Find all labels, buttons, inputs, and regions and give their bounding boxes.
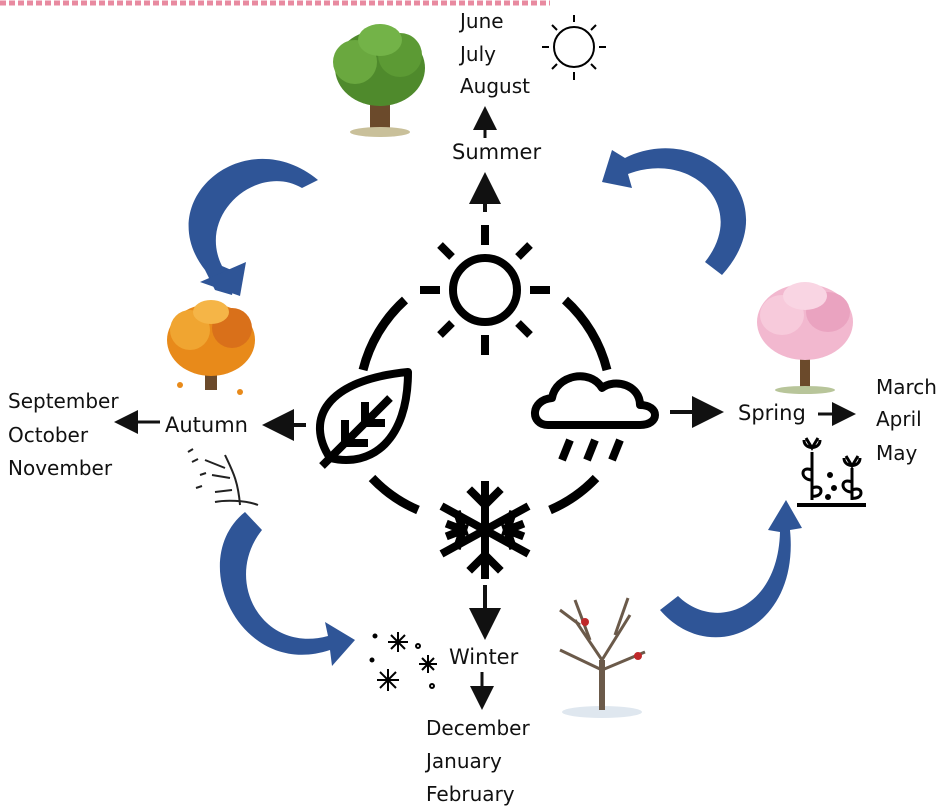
spring-month-1: March (876, 375, 937, 399)
cycle-arrow-spring-to-summer (602, 148, 747, 275)
winter-tree-image (559, 597, 646, 718)
season-summer-label: Summer (452, 140, 541, 164)
summer-month-1: June (458, 9, 504, 33)
autumn-month-1: September (8, 389, 119, 413)
cycle-arrow-summer-to-autumn (188, 158, 318, 296)
season-spring-label: Spring (738, 401, 806, 425)
season-autumn-label: Autumn (165, 413, 248, 437)
spring-month-3: May (876, 441, 918, 465)
cycle-arrow-winter-to-spring (660, 500, 802, 638)
autumn-tree-image (167, 300, 255, 395)
windy-tree-icon (187, 448, 259, 506)
winter-month-3: February (426, 782, 515, 806)
winter-month-1: December (426, 716, 530, 740)
spring-month-2: April (876, 407, 922, 431)
rain-cloud-icon (531, 372, 659, 462)
snowflakes-icon (369, 632, 437, 691)
summer-month-3: August (460, 74, 530, 98)
spring-tree-image (757, 282, 853, 394)
central-cycle-ring (358, 296, 612, 515)
sun-icon (420, 225, 550, 355)
autumn-month-2: October (8, 423, 89, 447)
cycle-arrow-autumn-to-winter (219, 512, 355, 666)
summer-month-2: July (458, 42, 496, 66)
autumn-month-3: November (8, 456, 113, 480)
season-winter-label: Winter (449, 645, 519, 669)
sun-outline-icon (542, 15, 606, 80)
summer-tree-image (333, 24, 425, 137)
leaf-icon (316, 368, 412, 469)
winter-month-2: January (424, 749, 502, 773)
snowflake-icon (439, 481, 531, 579)
flowers-icon (797, 437, 866, 507)
